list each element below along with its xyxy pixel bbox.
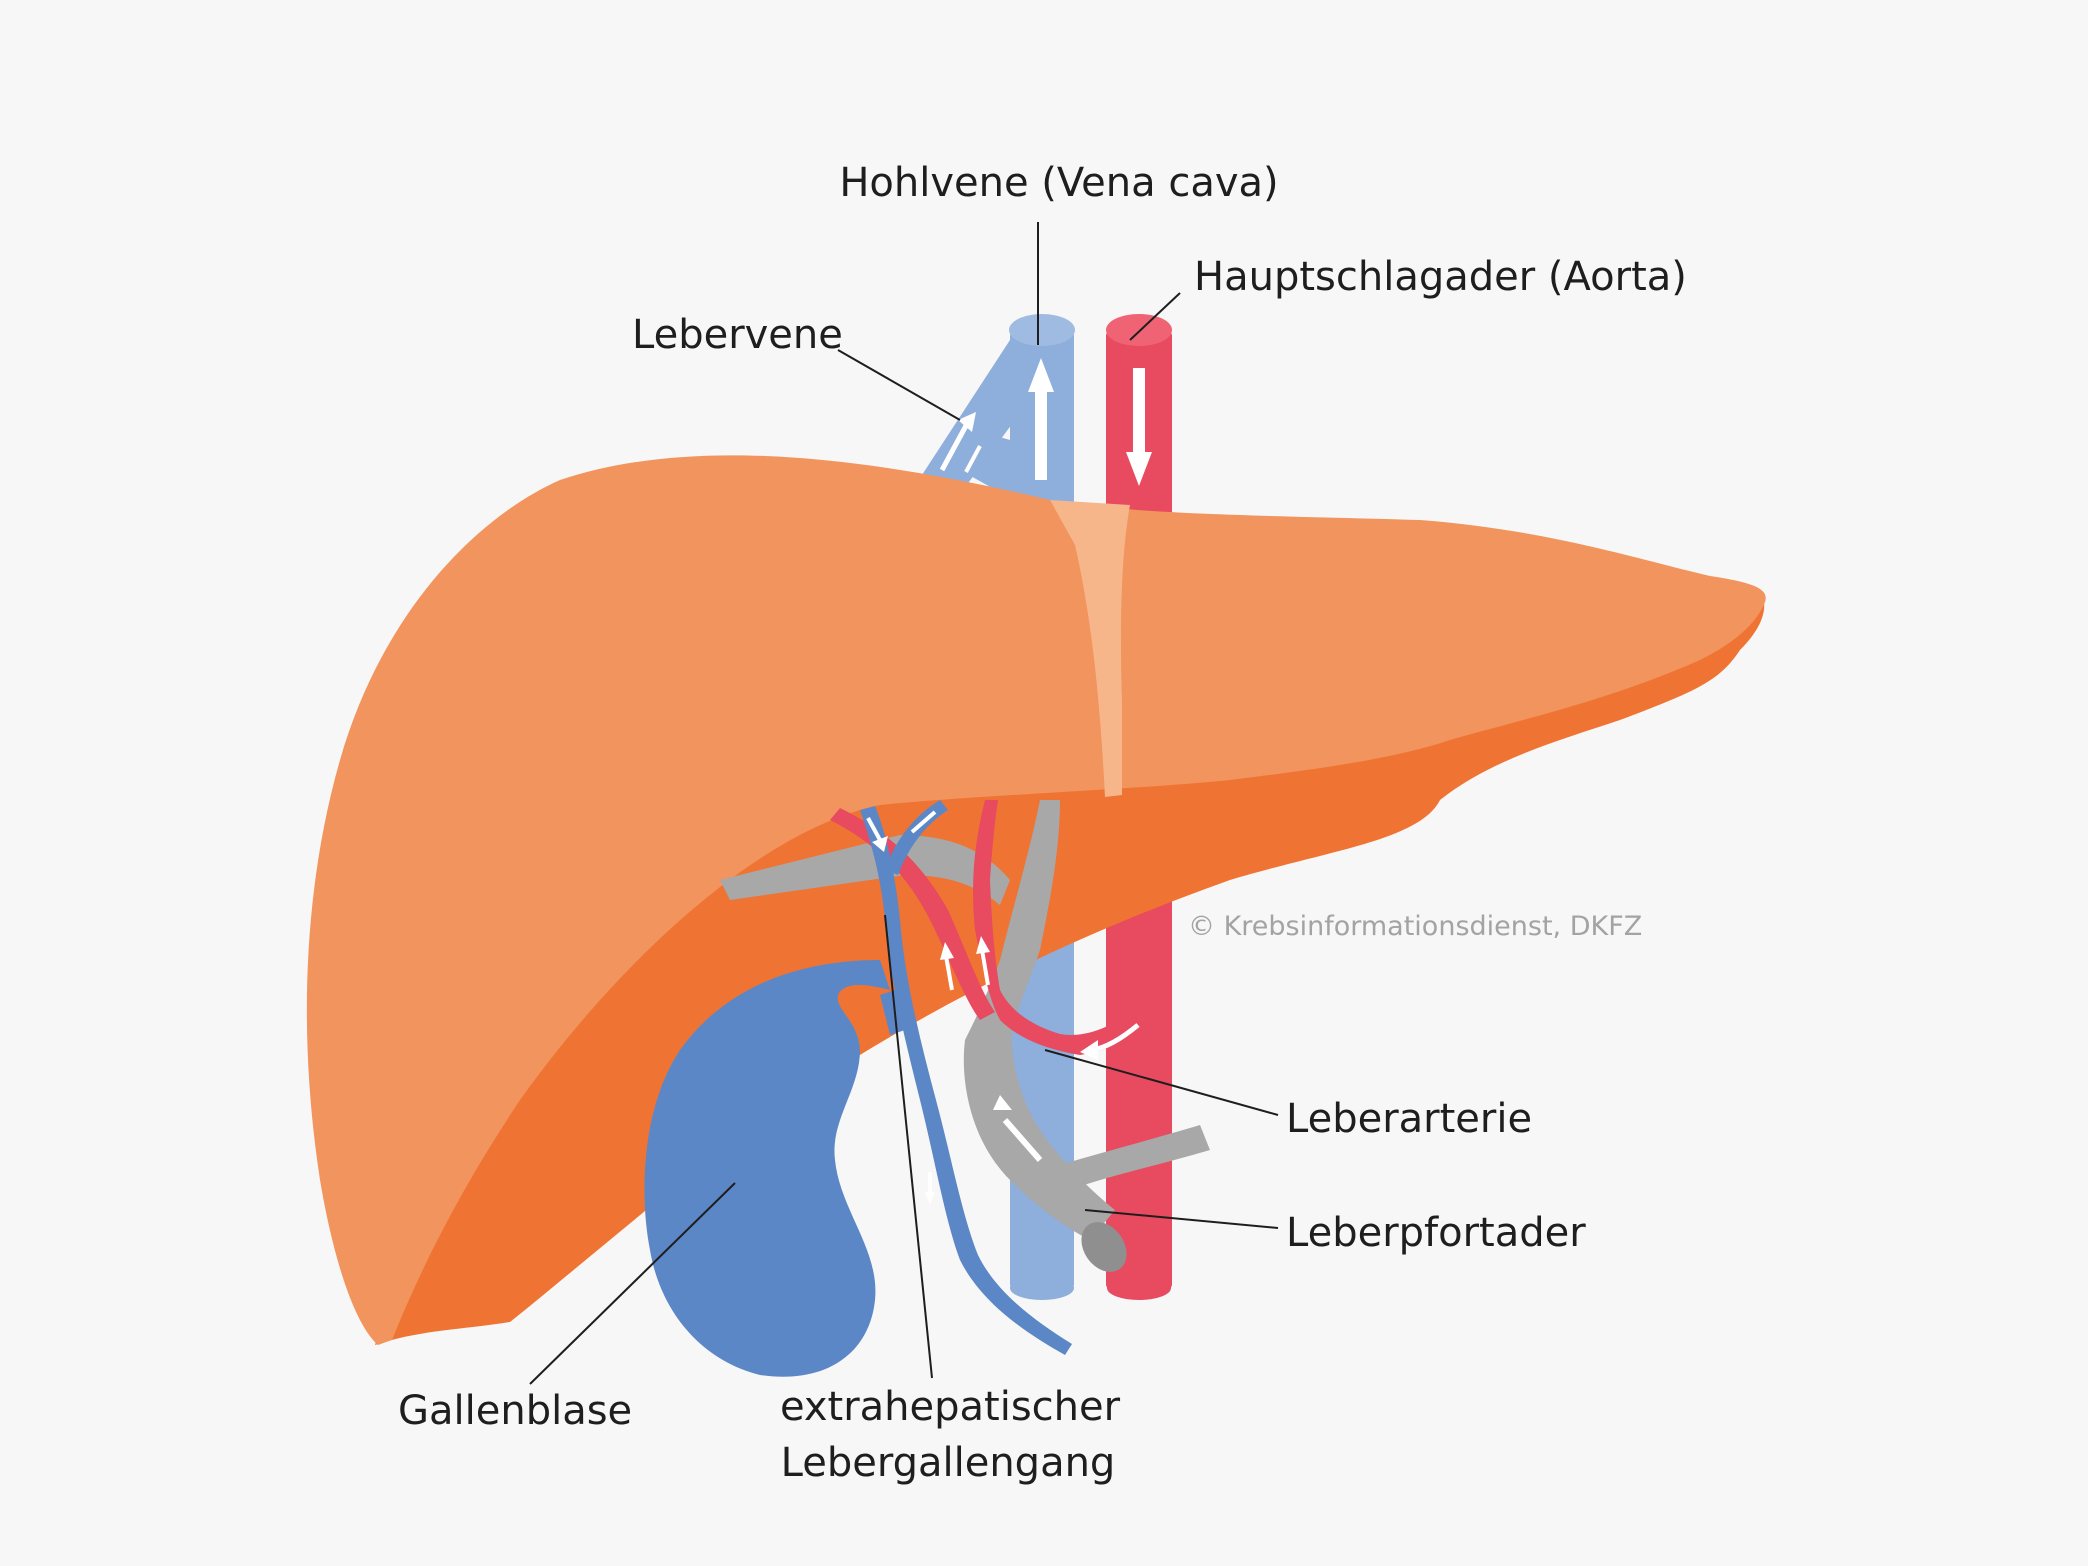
label-vena-cava: Hohlvene (Vena cava)	[839, 160, 1278, 206]
leader-lebervene	[837, 349, 961, 421]
leberarterie-vessel	[830, 800, 1140, 1055]
leader-leberpfortader	[1084, 1209, 1279, 1229]
label-aorta: Hauptschlagader (Aorta)	[1194, 254, 1687, 300]
gallengang-vessel	[860, 800, 1072, 1355]
vena-cava-flow-arrow	[1028, 358, 1054, 480]
label-gallenblase: Gallenblase	[398, 1388, 632, 1434]
aorta-flow-arrow	[1126, 368, 1152, 486]
leader-aorta	[1129, 292, 1181, 341]
label-lebervene: Lebervene	[632, 312, 843, 358]
leader-leberarterie	[1044, 1049, 1279, 1116]
leader-gallenblase	[529, 1182, 736, 1385]
gallenblase-organ	[644, 960, 890, 1377]
portal-vein	[720, 800, 1210, 1272]
copyright-notice: © Krebsinformationsdienst, DKFZ	[1188, 911, 1642, 942]
label-leberarterie: Leberarterie	[1286, 1096, 1532, 1142]
hilum-flow-arrows	[866, 810, 1140, 1205]
lebervene-flow-arrows	[939, 412, 982, 473]
label-leberpfortader: Leberpfortader	[1286, 1210, 1586, 1256]
label-gallengang-line2: Lebergallengang	[781, 1440, 1116, 1486]
leader-gallengang	[884, 914, 933, 1379]
label-gallengang-line1: extrahepatischer	[780, 1384, 1121, 1430]
